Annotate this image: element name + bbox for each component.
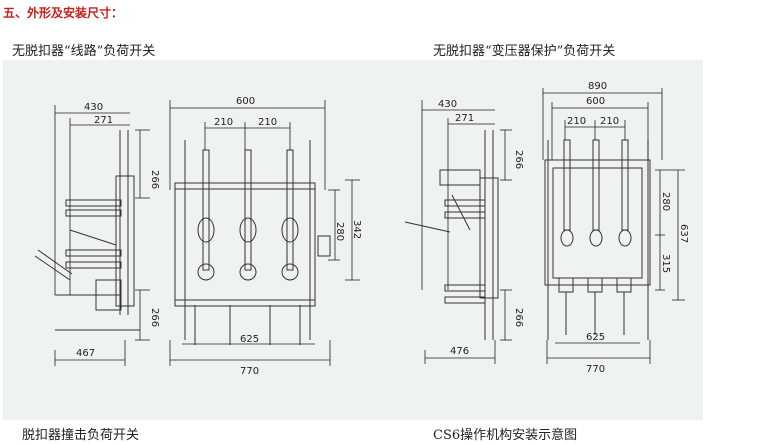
dim-770-left: 770 bbox=[240, 366, 259, 377]
dim-266b-right: 266 bbox=[513, 308, 524, 327]
dim-210b-left: 210 bbox=[258, 117, 277, 128]
dim-315-right: 315 bbox=[660, 254, 671, 273]
dim-342-left: 342 bbox=[351, 220, 362, 239]
dim-266a-right: 266 bbox=[513, 150, 524, 169]
left-side-view bbox=[34, 130, 140, 331]
dim-266a-left: 266 bbox=[149, 170, 160, 189]
dim-770-right: 770 bbox=[586, 364, 605, 375]
dim-637-right: 637 bbox=[678, 224, 689, 243]
dim-890-right: 890 bbox=[588, 81, 607, 92]
dim-271-right: 271 bbox=[455, 113, 474, 124]
dim-280-left: 280 bbox=[334, 222, 345, 241]
dim-467-left: 467 bbox=[76, 348, 95, 359]
left-front-view bbox=[174, 140, 331, 345]
dim-210b-right: 210 bbox=[600, 116, 619, 127]
dim-430-right: 430 bbox=[438, 99, 457, 110]
caption-transformer-switch: 无脱扣器“变压器保护”负荷开关 bbox=[433, 44, 616, 59]
caption-cs6-mechanism: CS6操作机构安装示意图 bbox=[433, 428, 578, 443]
dim-600-right: 600 bbox=[586, 96, 605, 107]
right-side-view bbox=[404, 130, 499, 340]
dim-210a-right: 210 bbox=[567, 116, 586, 127]
dim-625-right: 625 bbox=[586, 332, 605, 343]
dim-280-right: 280 bbox=[660, 192, 671, 211]
left-dimension-lines bbox=[54, 100, 360, 366]
dim-476-right: 476 bbox=[450, 346, 469, 357]
dim-430-left: 430 bbox=[84, 102, 103, 113]
caption-line-switch: 无脱扣器“线路”负荷开关 bbox=[12, 44, 156, 59]
dim-210a-left: 210 bbox=[214, 117, 233, 128]
caption-striker-switch: 脱扣器撞击负荷开关 bbox=[22, 428, 140, 443]
dim-266b-left: 266 bbox=[149, 308, 160, 327]
right-dimension-lines bbox=[421, 88, 685, 364]
dim-625-left: 625 bbox=[240, 334, 259, 345]
dim-271-left: 271 bbox=[94, 115, 113, 126]
dim-600-left: 600 bbox=[236, 96, 255, 107]
section-heading: 五、外形及安装尺寸： bbox=[3, 6, 124, 20]
right-front-view bbox=[544, 139, 651, 340]
